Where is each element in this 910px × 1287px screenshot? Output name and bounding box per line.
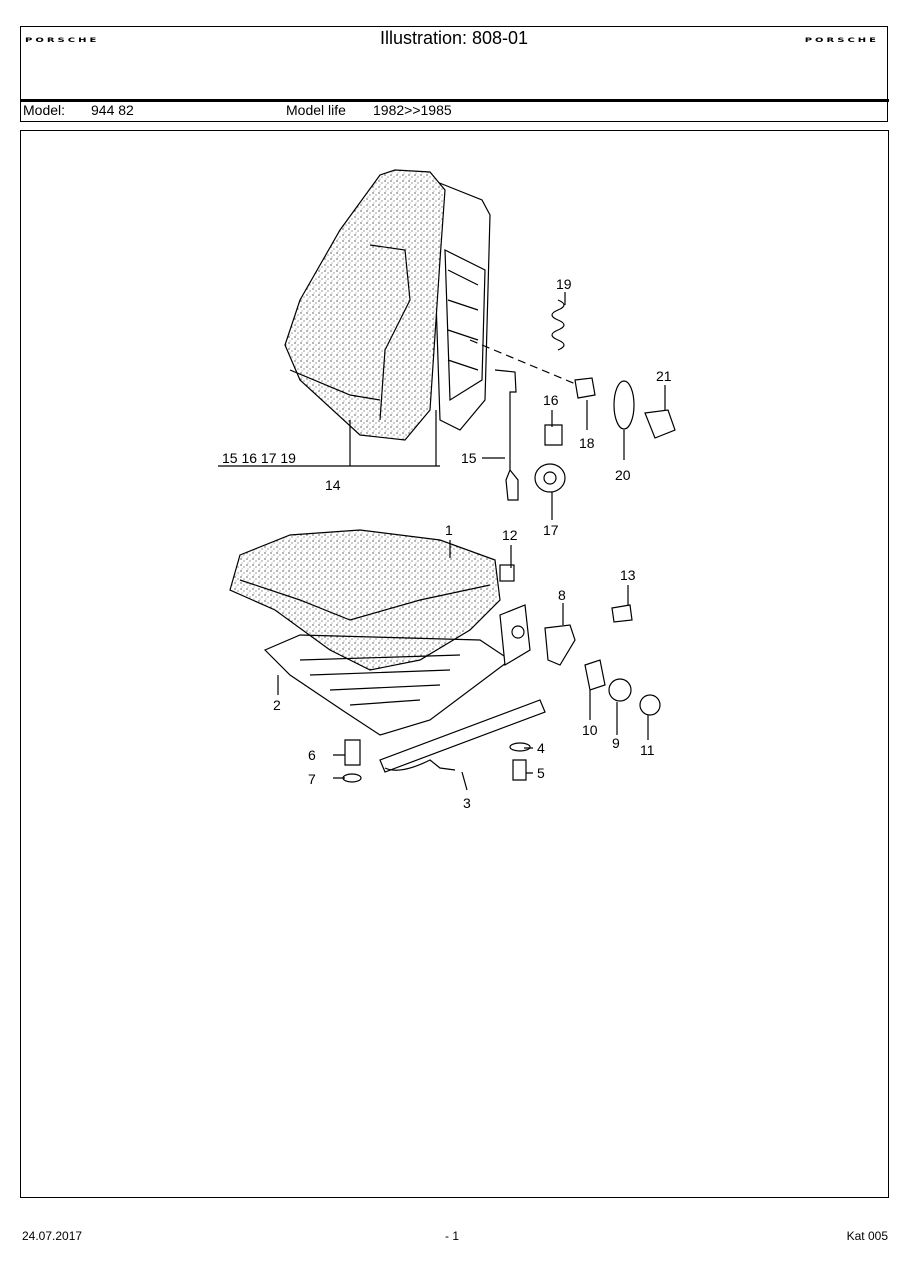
page-title: Illustration: 808-01: [379, 28, 529, 48]
header: PORSCHE Illustration: 808-01 PORSCHE: [20, 26, 888, 100]
model-life-value: 1982>>1985: [373, 102, 452, 118]
footer-date: 24.07.2017: [22, 1229, 83, 1243]
model-bar: Model: 944 82 Model life 1982>>1985: [20, 102, 888, 122]
footer-catalog: Kat 005: [846, 1229, 888, 1243]
porsche-logo-left: PORSCHE: [25, 37, 100, 44]
porsche-logo-right: PORSCHE: [804, 37, 879, 44]
model-label: Model:: [23, 102, 66, 118]
model-value: 944 82: [91, 102, 134, 118]
header-divider: [20, 99, 889, 102]
model-life-label: Model life: [286, 102, 346, 118]
illustration-frame: [20, 130, 889, 1198]
footer-page: - 1: [445, 1229, 460, 1243]
